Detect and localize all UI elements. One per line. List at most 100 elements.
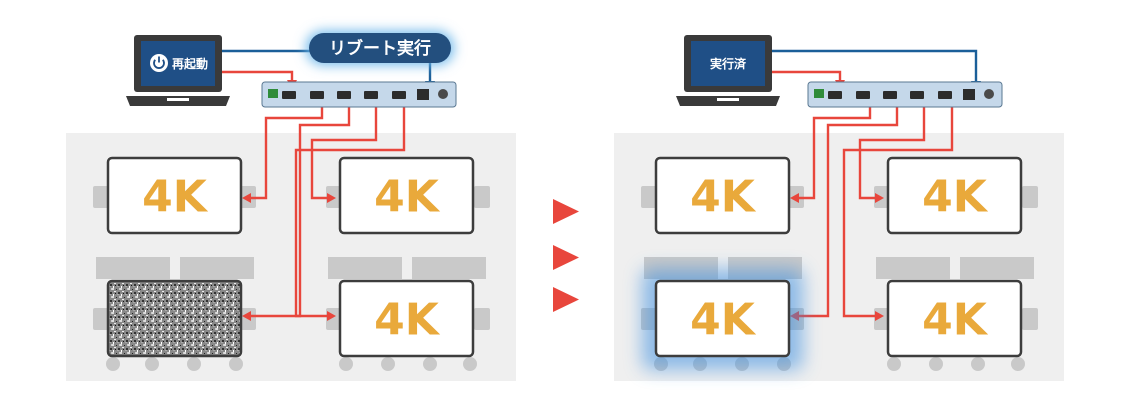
stool	[1011, 357, 1025, 371]
display-screen	[654, 156, 791, 235]
cable-arrowhead	[327, 311, 336, 321]
laptop: 実行済	[676, 35, 780, 106]
network-cable	[770, 49, 978, 83]
cable-arrowhead	[875, 193, 884, 203]
hdmi-port	[910, 91, 924, 99]
display-monitors: 4K 4K 4K 4K	[642, 156, 1023, 370]
display-noise-screen	[106, 279, 243, 358]
display-screen	[338, 279, 475, 358]
stool	[229, 357, 243, 371]
cable-line	[222, 70, 294, 82]
power-jack	[438, 89, 448, 99]
laptop-screen-label: 再起動	[172, 56, 208, 71]
display-screen	[106, 156, 243, 235]
laptop-screen	[691, 41, 765, 86]
hdmi-port	[364, 91, 378, 99]
display-screen	[886, 156, 1023, 235]
table	[412, 257, 486, 279]
reboot-pill	[309, 33, 451, 63]
hdmi-port	[337, 91, 351, 99]
cable-line	[770, 70, 842, 82]
power-jack	[984, 89, 994, 99]
furniture-group	[93, 186, 490, 371]
display-monitors: 4K 4K 4K	[106, 156, 475, 358]
switcher-body	[261, 81, 457, 108]
cable-arrowhead	[790, 193, 799, 203]
stool	[187, 357, 201, 371]
cable-arrowhead	[875, 311, 884, 321]
power-icon	[150, 54, 168, 72]
stool	[887, 357, 901, 371]
display-resolution-label: 4K	[690, 172, 757, 223]
display-screen	[338, 156, 475, 235]
display-resolution-label: 4K	[142, 172, 209, 223]
terminal-block	[268, 89, 278, 98]
switcher-body	[807, 81, 1003, 108]
video-switcher	[807, 81, 1003, 108]
hdmi-port	[392, 91, 406, 99]
hdmi-port	[938, 91, 952, 99]
play-arrow	[553, 199, 579, 224]
stool	[971, 357, 985, 371]
cable-line	[796, 107, 899, 318]
laptop: 再起動	[126, 35, 230, 106]
stool	[145, 357, 159, 371]
play-arrow	[553, 287, 579, 312]
stool	[463, 357, 477, 371]
left-panel: リブート実行 再起動 4K 4K 4K	[66, 31, 516, 381]
display-resolution-label: 4K	[922, 295, 989, 346]
stool	[339, 357, 353, 371]
hdmi-port	[883, 91, 897, 99]
laptop-screen-label: 実行済	[710, 56, 747, 71]
chair	[474, 308, 490, 330]
chair	[93, 308, 109, 330]
hdmi-port	[310, 91, 324, 99]
table	[96, 257, 170, 279]
display-screen	[654, 279, 791, 358]
cable-line	[248, 107, 351, 318]
cable-line	[248, 107, 324, 200]
triple-play-arrow-icon	[553, 199, 579, 312]
hdmi-port	[856, 91, 870, 99]
table	[328, 257, 402, 279]
cable-arrowhead	[242, 193, 251, 203]
lan-port	[963, 89, 975, 100]
laptop-touchpad	[717, 98, 739, 101]
stool	[106, 357, 120, 371]
video-switcher	[261, 81, 457, 108]
reboot-badge: リブート実行	[306, 31, 454, 65]
cable-line	[310, 107, 378, 200]
display-resolution-label: 4K	[374, 172, 441, 223]
cable-line	[842, 107, 954, 318]
reboot-label: リブート実行	[329, 38, 431, 59]
hdmi-cables	[770, 70, 954, 318]
table	[876, 257, 950, 279]
cable-line	[858, 107, 926, 200]
display-resolution-label: 4K	[922, 172, 989, 223]
cable-arrowhead	[327, 193, 336, 203]
display-screen	[886, 279, 1023, 358]
stool	[929, 357, 943, 371]
hdmi-port	[828, 91, 842, 99]
chair	[93, 186, 109, 208]
display-resolution-label: 4K	[374, 295, 441, 346]
table	[180, 257, 254, 279]
cable-line	[294, 107, 406, 318]
laptop-touchpad	[167, 98, 189, 101]
chair	[1022, 186, 1038, 208]
hdmi-port	[282, 91, 296, 99]
cable-arrowhead	[242, 311, 251, 321]
stool	[381, 357, 395, 371]
terminal-block	[814, 89, 824, 98]
table	[960, 257, 1034, 279]
display-resolution-label: 4K	[690, 295, 757, 346]
hdmi-cables	[222, 70, 406, 318]
lan-port	[417, 89, 429, 100]
play-arrow	[553, 245, 579, 270]
chair	[641, 186, 657, 208]
cable-line	[796, 107, 872, 200]
chair	[474, 186, 490, 208]
stool	[423, 357, 437, 371]
chair	[1022, 308, 1038, 330]
